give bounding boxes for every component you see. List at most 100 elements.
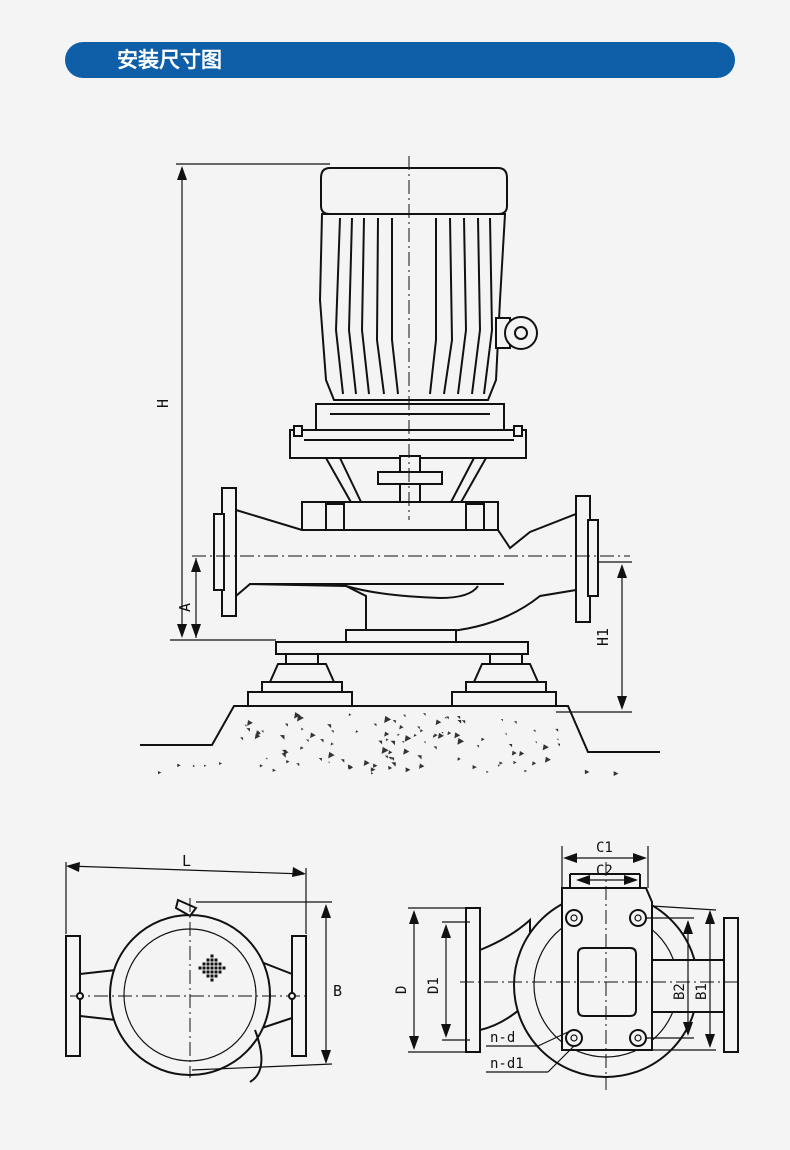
label-d: D bbox=[394, 986, 410, 994]
aggregate-stone bbox=[499, 761, 503, 765]
dimension-c1: C1 bbox=[561, 840, 649, 888]
dimension-l: L bbox=[65, 852, 307, 934]
aggregate-stone bbox=[524, 769, 528, 773]
aggregate-stone bbox=[286, 760, 290, 764]
aggregate-stone bbox=[373, 723, 377, 727]
aggregate-stone bbox=[418, 763, 425, 769]
aggregate-stone bbox=[158, 771, 162, 775]
nameplate-dot bbox=[206, 958, 210, 962]
aggregate-stone bbox=[254, 733, 261, 740]
label-l: L bbox=[182, 852, 191, 870]
aggregate-stone bbox=[261, 730, 264, 733]
aggregate-stone bbox=[318, 757, 322, 762]
label-n-d: n-d bbox=[490, 1030, 515, 1046]
aggregate-stone bbox=[279, 735, 285, 740]
aggregate-stone bbox=[513, 721, 517, 724]
label-h1: H1 bbox=[594, 628, 612, 646]
aggregate-stone bbox=[457, 757, 461, 761]
nameplate-dot bbox=[202, 966, 206, 970]
aggregate-stone bbox=[399, 725, 404, 730]
aggregate-stone bbox=[497, 764, 501, 767]
aggregate-stone bbox=[294, 712, 301, 719]
leader-n-d1: n-d1 bbox=[486, 1045, 575, 1073]
aggregate-stone bbox=[391, 762, 396, 767]
aggregate-stone bbox=[371, 772, 374, 775]
aggregate-stone bbox=[454, 732, 461, 739]
label-a: A bbox=[176, 603, 194, 612]
aggregate-stone bbox=[244, 724, 247, 727]
dimension-b2: B2 bbox=[646, 917, 694, 1039]
aggregate-stone bbox=[486, 770, 489, 773]
aggregate-stone bbox=[542, 744, 549, 751]
aggregate-stone bbox=[472, 765, 477, 770]
nameplate-dot bbox=[206, 966, 210, 970]
aggregate-stone bbox=[519, 751, 525, 757]
aggregate-stone bbox=[348, 765, 354, 770]
aggregate-stone bbox=[456, 715, 461, 720]
label-h: H bbox=[154, 399, 172, 408]
nameplate-dot bbox=[210, 954, 214, 958]
nameplate-dot bbox=[218, 966, 222, 970]
aggregate-stone bbox=[555, 728, 559, 732]
aggregate-stone bbox=[281, 753, 286, 758]
aggregate-stone bbox=[392, 720, 396, 724]
aggregate-stone bbox=[284, 723, 288, 727]
nameplate-dot bbox=[210, 978, 214, 982]
section-title: 安装尺寸图 bbox=[65, 42, 735, 78]
aggregate-stone bbox=[331, 730, 334, 733]
aggregate-stone bbox=[422, 713, 426, 716]
aggregate-stone bbox=[397, 733, 400, 737]
aggregate-stone bbox=[461, 720, 466, 724]
aggregate-stone bbox=[423, 741, 426, 744]
nameplate-dot bbox=[214, 966, 218, 970]
dimension-a: A bbox=[176, 558, 201, 638]
aggregate-stone bbox=[272, 768, 276, 772]
ground-foundation bbox=[140, 705, 660, 776]
nameplate-dot bbox=[210, 974, 214, 978]
aggregate-stone bbox=[388, 766, 393, 770]
aggregate-stone bbox=[384, 731, 390, 737]
aggregate-stone bbox=[420, 729, 424, 733]
aggregate-stone bbox=[300, 746, 304, 750]
aggregate-stone bbox=[557, 743, 561, 747]
nameplate-dot bbox=[206, 974, 210, 978]
nameplate-icon bbox=[198, 954, 226, 982]
aggregate-stone bbox=[457, 737, 465, 745]
label-b: B bbox=[333, 982, 342, 1000]
aggregate-stone bbox=[500, 719, 504, 722]
aggregate-stone bbox=[306, 739, 309, 743]
nameplate-dot bbox=[218, 962, 222, 966]
nameplate-dot bbox=[222, 966, 226, 970]
aggregate-stone bbox=[401, 741, 404, 744]
dimension-b1: B1 bbox=[651, 905, 717, 1051]
nameplate-dot bbox=[206, 962, 210, 966]
nameplate-dot bbox=[210, 970, 214, 974]
nameplate-dot bbox=[214, 974, 218, 978]
aggregate-stone bbox=[508, 743, 513, 748]
nameplate-dot bbox=[214, 958, 218, 962]
aggregate-stone bbox=[533, 729, 536, 733]
dimension-h1: H1 bbox=[556, 561, 632, 713]
aggregate-stone bbox=[405, 767, 411, 773]
nameplate-dot bbox=[198, 966, 202, 970]
aggregate-stone bbox=[204, 764, 207, 767]
aggregate-stone bbox=[328, 761, 330, 764]
aggregate-stone bbox=[511, 750, 517, 756]
aggregate-stone bbox=[219, 762, 223, 766]
aggregate-stone bbox=[403, 748, 410, 755]
aggregate-stone bbox=[476, 745, 480, 748]
aggregate-stone bbox=[246, 728, 250, 732]
aggregate-stone bbox=[384, 755, 388, 759]
dimension-c2: C2 bbox=[576, 863, 638, 885]
aggregate-stone bbox=[320, 739, 324, 743]
aggregate-stone bbox=[531, 761, 537, 766]
pump-casing bbox=[213, 487, 599, 655]
aggregate-stone bbox=[444, 717, 447, 720]
label-d1: D1 bbox=[426, 977, 442, 994]
dimension-d: D bbox=[394, 907, 470, 1053]
aggregate-stone bbox=[457, 720, 462, 724]
aggregate-stone bbox=[445, 716, 449, 720]
aggregate-stone bbox=[504, 733, 507, 736]
label-n-d1: n-d1 bbox=[490, 1056, 524, 1072]
